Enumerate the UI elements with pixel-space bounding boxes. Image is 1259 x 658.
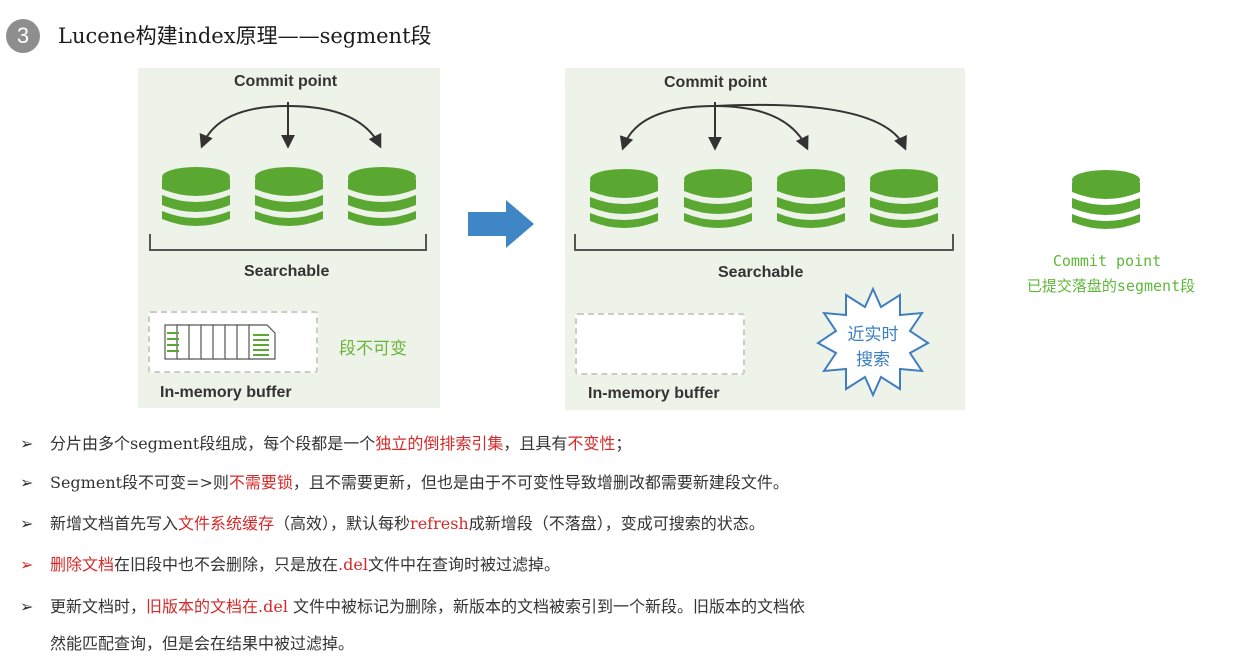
bullet-6-text: 然能匹配查询，但是会在结果中被过滤掉。 — [50, 634, 355, 653]
bullet-4-highlight-2: .del — [338, 555, 368, 574]
right-in-memory-buffer — [575, 313, 745, 375]
bullet-arrow-icon: ➢ — [20, 597, 34, 616]
bullet-1-text-a: 分片由多个segment段组成，每个段都是一个 — [50, 434, 376, 453]
right-segment-2 — [684, 169, 752, 228]
left-segment-3 — [348, 167, 416, 226]
bullet-4: ➢ 删除文档在旧段中也不会删除，只是放在.del文件中在查询时被过滤掉。 — [20, 551, 560, 575]
right-segment-3 — [777, 169, 845, 228]
page-title: Lucene构建index原理——segment段 — [58, 24, 432, 48]
right-commit-point-label: Commit point — [664, 74, 768, 91]
bullet-5-text-c: 文件中被标记为删除，新版本的文档被索引到一个新段。旧版本的文档依 — [287, 597, 806, 616]
bullet-1-highlight-2: 不变性 — [567, 434, 616, 453]
bullet-3-highlight-2: refresh — [410, 514, 469, 533]
bullet-3-text-c: （高效），默认每秒 — [274, 514, 411, 533]
bullet-5-highlight: 旧版本的文档在.del — [146, 597, 288, 616]
bullet-1-highlight-1: 独立的倒排索引集 — [375, 434, 504, 453]
near-realtime-line1: 近实时 — [847, 325, 899, 345]
segment-immutable-note: 段不可变 — [339, 339, 407, 359]
bullet-4-text-d: 文件中在查询时被过滤掉。 — [367, 555, 560, 574]
bullet-arrow-icon: ➢ — [20, 473, 34, 492]
bullet-2-text-c: ，且不需要更新，但也是由于不可变性导致增删改都需要新建段文件。 — [292, 473, 789, 492]
left-segment-2 — [255, 167, 323, 226]
bullet-2-text-a: Segment段不可变=>则 — [50, 473, 229, 492]
bullet-1: ➢ 分片由多个segment段组成，每个段都是一个独立的倒排索引集，且具有不变性； — [20, 430, 631, 454]
near-realtime-burst-icon — [816, 286, 930, 398]
bullet-5: ➢ 更新文档时，旧版本的文档在.del 文件中被标记为删除，新版本的文档被索引到一… — [20, 593, 805, 617]
right-buffer-label: In-memory buffer — [588, 385, 720, 402]
bullet-4-highlight-1: 删除文档 — [50, 555, 115, 574]
bullet-2-highlight: 不需要锁 — [228, 473, 293, 492]
bullet-1-text-e: ； — [615, 434, 632, 453]
left-buffer-label: In-memory buffer — [160, 384, 292, 401]
step-number-badge: 3 — [6, 19, 40, 53]
left-commit-arrows — [149, 102, 427, 251]
legend-commit-point: Commit point — [1052, 252, 1162, 270]
bullet-arrow-icon: ➢ — [20, 434, 34, 453]
bullet-5-continuation: 然能匹配查询，但是会在结果中被过滤掉。 — [20, 630, 354, 654]
legend-committed-segment: 已提交落盘的segment段 — [1026, 277, 1196, 295]
bullet-5-text-a: 更新文档时， — [50, 597, 147, 616]
left-commit-point-label: Commit point — [234, 73, 338, 90]
left-segment-1 — [162, 167, 230, 226]
bullet-3-text-e: 成新增段（不落盘），变成可搜索的状态。 — [468, 514, 765, 533]
bullet-3: ➢ 新增文档首先写入文件系统缓存（高效），默认每秒refresh成新增段（不落盘）… — [20, 510, 765, 534]
bullet-3-text-a: 新增文档首先写入 — [50, 514, 179, 533]
bullet-arrow-icon: ➢ — [20, 555, 34, 574]
bullet-arrow-icon: ➢ — [20, 514, 34, 533]
left-searchable-label: Searchable — [244, 263, 330, 280]
right-segment-4 — [870, 169, 938, 228]
right-searchable-label: Searchable — [718, 264, 804, 281]
bullet-2: ➢ Segment段不可变=>则不需要锁，且不需要更新，但也是由于不可变性导致增删… — [20, 469, 789, 493]
right-commit-arrows — [574, 102, 954, 251]
right-segment-1 — [590, 169, 658, 228]
bullet-1-text-c: ，且具有 — [503, 434, 568, 453]
near-realtime-line2: 搜索 — [856, 350, 890, 370]
bullet-3-highlight-1: 文件系统缓存 — [178, 514, 275, 533]
bullet-4-text-b: 在旧段中也不会删除，只是放在 — [114, 555, 339, 574]
document-stack-icon — [164, 324, 276, 360]
transition-arrow-icon — [468, 200, 534, 248]
legend-segment-icon — [1072, 170, 1140, 229]
